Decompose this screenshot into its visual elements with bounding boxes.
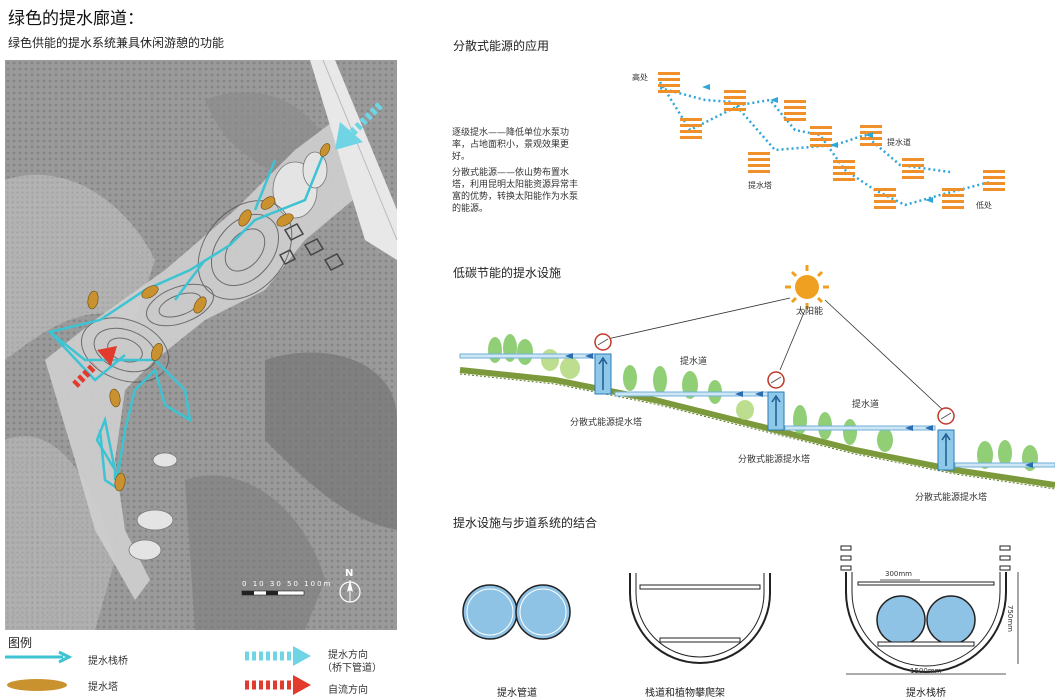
dim-height-label: 750mm — [1006, 605, 1014, 632]
energy-low-label: 低处 — [976, 201, 992, 210]
page-subtitle: 绿色供能的提水系统兼具休闲游憩的功能 — [8, 36, 225, 50]
energy-heading: 分散式能源的应用 — [453, 39, 550, 53]
bridge-detail — [840, 545, 1019, 675]
channel-label-2: 提水道 — [852, 400, 880, 410]
energy-para-1: 逐级提水——降低单位水泵功率，占地面积小，景观效果更好。 — [452, 128, 570, 162]
ponds — [128, 151, 328, 561]
bridge-route — [47, 149, 327, 481]
tower-4 — [748, 152, 770, 173]
scale-label-100: 100m — [304, 580, 333, 588]
legend-label-flow: 自流方向 — [328, 685, 368, 696]
energy-tower-label: 提水塔 — [748, 181, 772, 190]
energy-diagram — [658, 72, 1005, 209]
energy-high-label: 高处 — [632, 73, 648, 82]
combine-heading: 提水设施与步道系统的结合 — [453, 516, 598, 530]
scale-label-0: 0 — [242, 580, 249, 588]
scale-label-50: 50 — [287, 580, 300, 588]
legend-label-tower: 提水塔 — [88, 682, 118, 693]
lift-direction-arrow — [335, 102, 383, 150]
dim-bottom-label: 1500mm — [910, 667, 942, 675]
legend-label-bridge: 提水栈桥 — [88, 656, 128, 667]
tower-label-3: 分散式能源提水塔 — [915, 493, 988, 503]
sun-label: 太阳能 — [796, 307, 824, 317]
legend-tower-icon — [7, 679, 67, 691]
lowcarbon-heading: 低碳节能的提水设施 — [453, 266, 562, 280]
channel-label-1: 提水道 — [680, 357, 708, 367]
dim-width-label: 300mm — [885, 570, 912, 578]
lowcarbon-section — [459, 265, 1055, 490]
legend-bridge-icon — [5, 650, 73, 664]
tower-6 — [810, 126, 832, 147]
ground-slope — [459, 367, 1055, 488]
scale-label-30: 30 — [269, 580, 283, 588]
legend-lift-icon — [245, 646, 311, 666]
tower-label-1: 分散式能源提水塔 — [570, 418, 643, 428]
legend-flow-icon — [245, 675, 311, 695]
combine-label-bridge: 提水栈桥 — [906, 688, 946, 699]
channels — [459, 353, 1055, 468]
scale-bar — [241, 590, 305, 596]
north-label: N — [345, 568, 354, 579]
legend-label-lift-sub: （桥下管道） — [322, 663, 382, 674]
tower-10 — [902, 158, 924, 179]
energy-para-2: 分散式能源——依山势布置水塔，利用昆明太阳能资源异常丰富的优势，转换太阳能作为水… — [452, 168, 579, 214]
terrain-contours — [80, 200, 293, 383]
tower-5 — [784, 100, 806, 121]
road — [310, 60, 397, 260]
combine-label-pipe: 提水管道 — [497, 688, 537, 699]
trestle-detail — [629, 573, 771, 664]
legend-label-lift: 提水方向 — [328, 650, 368, 661]
legend-heading: 图例 — [8, 636, 33, 650]
trees — [488, 334, 1038, 471]
tower-markers — [87, 143, 331, 492]
tower-label-2: 分散式能源提水塔 — [738, 455, 811, 465]
valley-corridor — [45, 120, 365, 600]
energy-channel-label: 提水道 — [887, 138, 911, 147]
combine-label-trestle: 栈道和植物攀爬架 — [645, 688, 725, 699]
scale-label-10: 10 — [252, 580, 266, 588]
sun-icon — [785, 265, 829, 309]
buildings — [278, 223, 345, 271]
scale-labels: 0 10 30 50 100m — [242, 580, 332, 588]
north-arrow-icon — [339, 580, 361, 603]
gravity-flow-arrow — [72, 346, 117, 388]
site-map — [5, 59, 398, 630]
pipe-detail — [462, 584, 571, 640]
tower-12 — [983, 170, 1005, 191]
page-title: 绿色的提水廊道： — [8, 9, 144, 29]
